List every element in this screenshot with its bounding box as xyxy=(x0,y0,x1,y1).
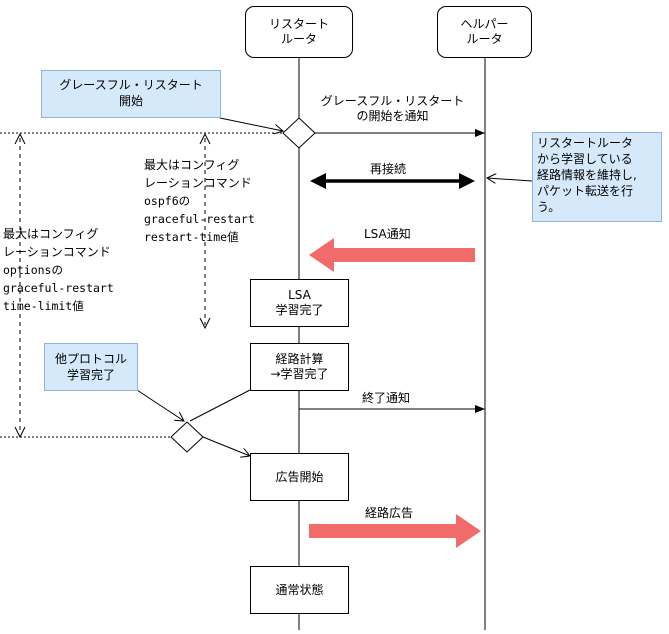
gr-note-connector xyxy=(219,117,283,131)
lsa-learned-state: LSA 学習完了 xyxy=(250,279,349,327)
restart-time-line4: graceful-restart xyxy=(144,212,255,226)
time-limit-arrowhead-top xyxy=(14,132,26,145)
restart-time-line1: 最大はコンフィグ xyxy=(144,158,240,172)
helper-keeps-note-line1: リスタートルータ xyxy=(537,136,634,150)
ad-start-state: 広告開始 xyxy=(250,453,349,501)
helper-keeps-note-line3: 経路情報を維持し, xyxy=(537,168,637,182)
gr-start-note-line2: 開始 xyxy=(118,94,143,108)
helper-keeps-note-line5: う。 xyxy=(537,200,561,214)
time-limit-line1: 最大はコンフィグ xyxy=(3,227,99,241)
gr-notify-label-line2: の開始を通知 xyxy=(356,109,429,123)
restart-time-arrowhead-bottom xyxy=(199,317,211,330)
helper-router-label-line1: ヘルパー xyxy=(460,17,509,31)
lsa-learned-line2: 学習完了 xyxy=(275,303,324,317)
other-protocol-note-line1: 他プロトコル xyxy=(54,352,127,366)
lsa-notify-label: LSA通知 xyxy=(364,227,411,241)
restart-time-annotation: 最大はコンフィグ レーションコマンド ospf6の graceful-resta… xyxy=(144,156,255,246)
lsa-notify-pink-arrow xyxy=(309,238,475,272)
helper-router-label-line2: ルータ xyxy=(466,32,503,46)
restart-router-label-line1: リスタート xyxy=(268,17,329,31)
route-calc-line1: 経路計算 xyxy=(275,352,324,366)
time-limit-line2: レーションコマンド xyxy=(3,245,111,259)
helper-keeps-note: リスタートルータ から学習している 経路情報を維持し, パケット転送を行 う。 xyxy=(532,132,662,222)
restart-time-arrowhead-top xyxy=(199,132,211,145)
time-limit-line5: time-limit値 xyxy=(3,299,84,313)
ad-start-label: 広告開始 xyxy=(275,469,324,484)
helper-keeps-note-line2: から学習している xyxy=(537,152,633,166)
time-limit-line3: optionsの xyxy=(3,263,63,277)
normal-label: 通常状態 xyxy=(275,582,324,597)
time-limit-annotation: 最大はコンフィグ レーションコマンド optionsの graceful-res… xyxy=(3,225,114,315)
time-limit-line4: graceful-restart xyxy=(3,281,114,295)
merge-to-ad-start-arrow xyxy=(202,436,250,456)
reconnect-label: 再接続 xyxy=(370,162,407,176)
gr-notify-label-line1: グレースフル・リスタート xyxy=(320,94,465,108)
merge-diamond xyxy=(170,421,204,453)
other-protocol-note-line2: 学習完了 xyxy=(66,368,115,382)
other-protocol-to-merge-line xyxy=(136,389,184,421)
other-protocol-note: 他プロトコル 学習完了 xyxy=(44,343,138,391)
route-calc-to-merge-line xyxy=(189,389,251,422)
gr-start-diamond xyxy=(282,117,316,149)
route-calc-state: 経路計算 →学習完了 xyxy=(250,343,349,391)
route-ad-pink-arrow xyxy=(309,514,481,548)
helper-keeps-note-line4: パケット転送を行 xyxy=(537,184,634,198)
route-ad-label: 経路広告 xyxy=(365,506,414,520)
reconnect-arrowhead-right xyxy=(459,173,475,189)
normal-state: 通常状態 xyxy=(250,566,349,614)
time-limit-arrowhead-bottom xyxy=(14,426,26,439)
gr-notify-label: グレースフル・リスタート の開始を通知 xyxy=(305,94,480,124)
end-notify-label: 終了通知 xyxy=(362,391,411,405)
restart-time-line3: ospf6の xyxy=(144,194,191,208)
gr-start-note-line1: グレースフル・リスタート xyxy=(59,78,203,92)
restart-time-line5: restart-time値 xyxy=(144,230,239,244)
restart-time-line2: レーションコマンド xyxy=(144,176,252,190)
lsa-learned-line1: LSA xyxy=(288,288,311,302)
restart-router-label-line2: ルータ xyxy=(280,32,317,46)
restart-router-actor: リスタート ルータ xyxy=(245,6,353,58)
route-calc-line2: →学習完了 xyxy=(270,367,329,381)
gr-start-note: グレースフル・リスタート 開始 xyxy=(41,70,221,118)
helper-router-actor: ヘルパー ルータ xyxy=(437,6,532,58)
helper-note-connector xyxy=(487,178,533,181)
reconnect-arrowhead-left xyxy=(310,173,326,189)
